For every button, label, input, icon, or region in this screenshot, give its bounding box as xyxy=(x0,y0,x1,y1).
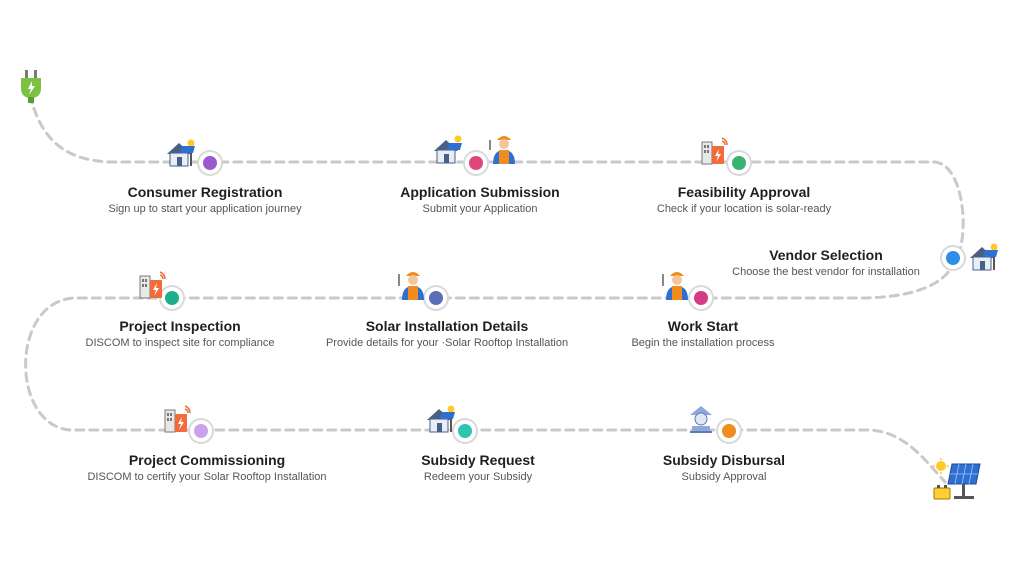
factory-bolt-icon xyxy=(700,136,730,171)
step-node-6 xyxy=(425,287,447,309)
step-subtitle: Sign up to start your application journe… xyxy=(108,203,302,215)
step-title: Feasibility Approval xyxy=(677,184,811,200)
step-subtitle: Check if your location is solar-ready xyxy=(656,203,832,215)
bank-icon xyxy=(688,404,714,439)
solar-panel-battery-icon xyxy=(933,458,981,500)
step-node-4 xyxy=(942,247,964,269)
step-title: Project Inspection xyxy=(119,318,241,334)
factory-bolt-icon xyxy=(138,270,168,305)
worker-icon xyxy=(396,268,430,305)
step-title: Solar Installation Details xyxy=(365,318,529,334)
step-dot xyxy=(946,251,960,265)
step-subtitle: Choose the best vendor for installation xyxy=(732,266,920,278)
step-dot xyxy=(165,291,179,305)
step-subtitle: Subsidy Approval xyxy=(681,471,767,483)
step-node-3 xyxy=(728,152,750,174)
step-subtitle: DISCOM to certify your Solar Rooftop Ins… xyxy=(87,471,327,483)
step-node-8 xyxy=(190,420,212,442)
step-title: Consumer Registration xyxy=(127,184,283,200)
step-subtitle: Redeem your Subsidy xyxy=(423,471,533,483)
step-dot xyxy=(469,156,483,170)
step-title: Vendor Selection xyxy=(769,247,883,263)
step-title: Application Submission xyxy=(400,184,560,200)
step-dot xyxy=(694,291,708,305)
house-worker-icon xyxy=(432,132,522,171)
step-node-5 xyxy=(690,287,712,309)
step-title: Project Commissioning xyxy=(128,452,286,468)
step-subtitle: Submit your Application xyxy=(422,203,538,215)
house-solar-icon xyxy=(165,138,199,173)
step-node-1 xyxy=(199,152,221,174)
factory-bolt-icon xyxy=(163,404,193,439)
step-dot xyxy=(194,424,208,438)
step-node-10 xyxy=(718,420,740,442)
step-subtitle: Provide details for your ·Solar Rooftop … xyxy=(325,337,569,349)
house-solar-icon xyxy=(968,242,1002,277)
step-subtitle: Begin the installation process xyxy=(631,337,775,349)
house-solar-icon xyxy=(425,404,459,439)
step-node-9 xyxy=(454,420,476,442)
step-title: Subsidy Request xyxy=(421,452,535,468)
step-node-7 xyxy=(161,287,183,309)
worker-icon xyxy=(660,268,694,305)
step-dot xyxy=(732,156,746,170)
step-title: Work Start xyxy=(667,318,739,334)
step-node-2 xyxy=(465,152,487,174)
step-subtitle: DISCOM to inspect site for compliance xyxy=(85,337,275,349)
step-dot xyxy=(722,424,736,438)
step-dot xyxy=(429,291,443,305)
step-dot xyxy=(458,424,472,438)
step-dot xyxy=(203,156,217,170)
step-title: Subsidy Disbursal xyxy=(662,452,786,468)
power-plug-icon xyxy=(21,70,41,103)
